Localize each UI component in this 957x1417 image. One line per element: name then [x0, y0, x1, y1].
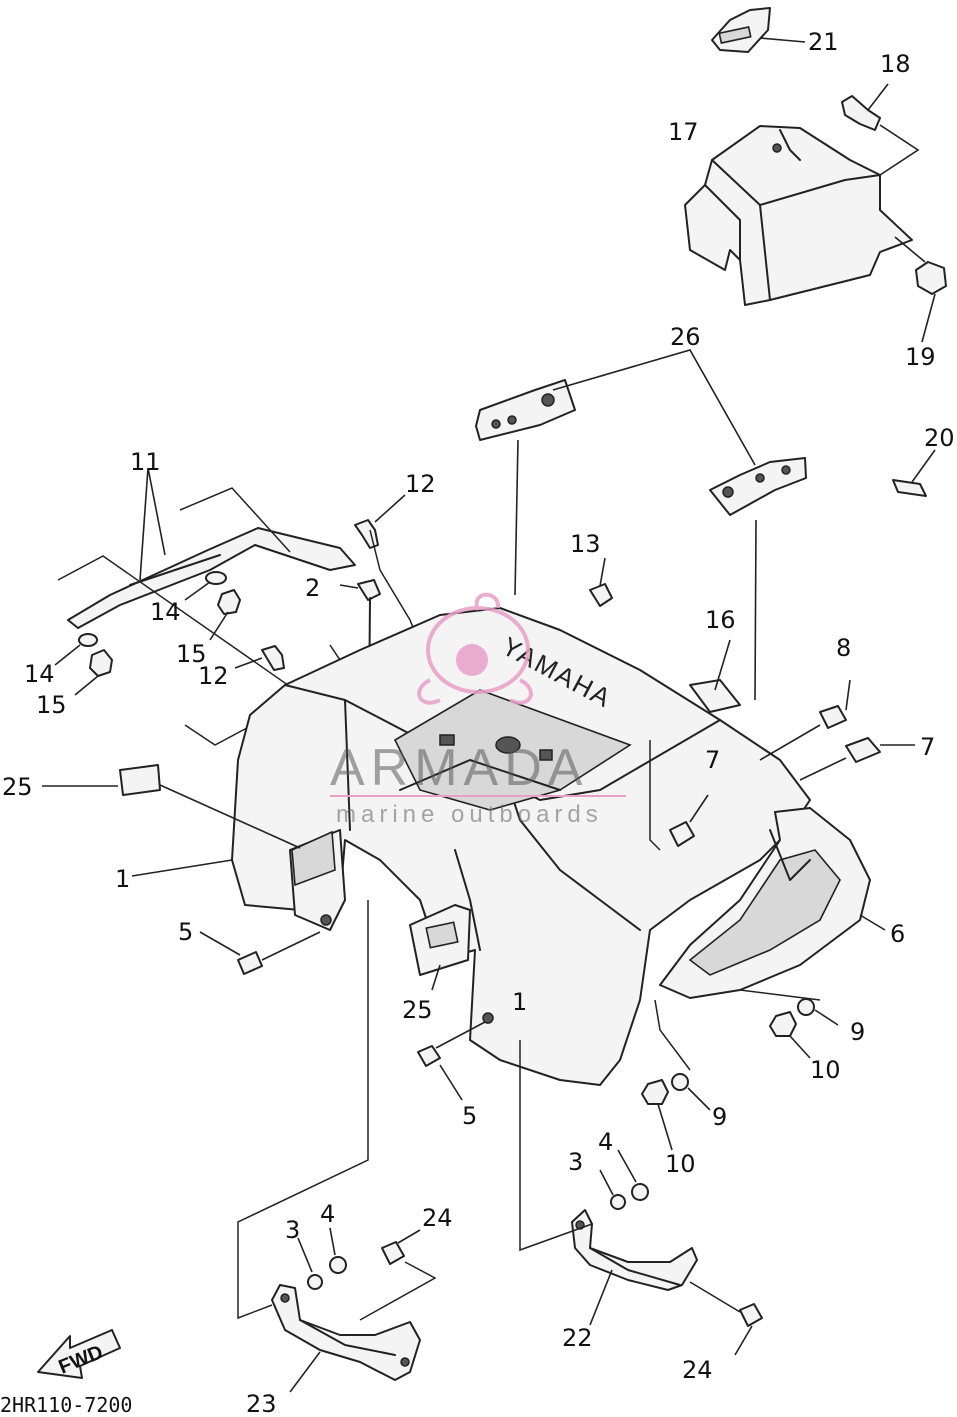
part-17-housing: [684, 125, 913, 306]
part-18-bolt: [841, 83, 920, 176]
watermark: ARMADA marine outboards: [330, 592, 626, 828]
callout-4a: 4: [598, 1128, 613, 1156]
callout-7a: 7: [920, 733, 935, 761]
callout-15a: 15: [176, 640, 207, 668]
callout-17: 17: [668, 118, 699, 146]
callout-5b: 5: [462, 1102, 477, 1130]
part-16-label: [689, 639, 741, 713]
callout-8: 8: [836, 634, 851, 662]
callout-1a: 1: [115, 865, 130, 893]
part-26-brackets: [475, 349, 807, 701]
callout-1b: 1: [512, 988, 527, 1016]
hardware-3-4-24: [297, 1149, 763, 1356]
callout-9a: 9: [850, 1018, 865, 1046]
watermark-logo: [417, 592, 533, 705]
callout-20: 20: [924, 424, 955, 452]
callout-3a: 3: [568, 1148, 583, 1176]
fwd-arrow: FWD: [37, 1329, 121, 1379]
callout-25b: 25: [402, 996, 433, 1024]
part-1-leaders: [131, 859, 233, 877]
bolts-7-8: [649, 679, 915, 851]
callout-10a: 10: [810, 1056, 841, 1084]
watermark-main: ARMADA: [330, 739, 588, 797]
part-23-grab-bar: [237, 900, 421, 1393]
callout-labels: 21 18 17 19 26 20 11 12 13 2 14 16 15 8 …: [0, 28, 955, 1417]
callout-22: 22: [562, 1324, 593, 1352]
hardware-9-10: [641, 998, 839, 1151]
callout-11: 11: [130, 448, 161, 476]
drawing-code: 2HR110-7200: [0, 1393, 132, 1417]
callout-2: 2: [305, 574, 320, 602]
callout-3b: 3: [285, 1216, 300, 1244]
part-14-15-hardware: [54, 571, 241, 696]
callout-5a: 5: [178, 918, 193, 946]
part-19-nut: [894, 236, 947, 343]
callout-13: 13: [570, 530, 601, 558]
callout-16: 16: [705, 606, 736, 634]
part-25-labels: [42, 764, 441, 991]
part-22-grab-bar: [519, 1040, 698, 1326]
part-20-pad: [892, 449, 936, 497]
callout-25a: 25: [2, 773, 33, 801]
callout-14a: 14: [150, 598, 181, 626]
callout-10b: 10: [665, 1150, 696, 1178]
callout-23: 23: [246, 1390, 277, 1417]
callout-18: 18: [880, 50, 911, 78]
callout-7b: 7: [705, 746, 720, 774]
callout-21: 21: [808, 28, 839, 56]
watermark-sub: marine outboards: [336, 801, 603, 828]
callout-4b: 4: [320, 1200, 335, 1228]
callout-9b: 9: [712, 1103, 727, 1131]
callout-15b: 15: [36, 691, 67, 719]
callout-6: 6: [890, 920, 905, 948]
callout-24a: 24: [422, 1204, 453, 1232]
part-6-tail-cover: [654, 807, 886, 1071]
callout-24b: 24: [682, 1356, 713, 1384]
callout-12b: 12: [198, 662, 229, 690]
callout-26: 26: [670, 323, 701, 351]
callout-19: 19: [905, 343, 936, 371]
part-1-rear-fender: YAMAHA: [231, 607, 811, 1086]
callout-14b: 14: [24, 660, 55, 688]
bolts-5: [199, 931, 486, 1101]
part-21-clip: [711, 7, 806, 53]
callout-12a: 12: [405, 470, 436, 498]
